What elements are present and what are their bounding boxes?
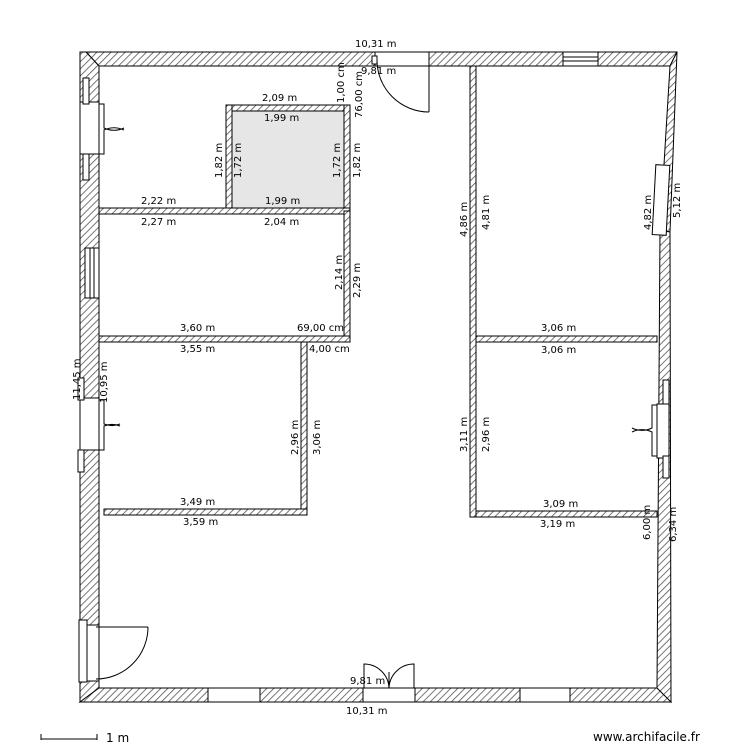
windows <box>79 51 671 703</box>
dim-lower-left-outer: 3,06 m <box>312 420 323 455</box>
window-bottom-2 <box>519 687 571 703</box>
dim-outer-top: 10,31 m <box>355 39 397 50</box>
outer-walls <box>78 51 678 704</box>
door-gap-bottom <box>362 687 416 703</box>
dim-inner-top: 9,81 m <box>361 66 396 77</box>
dim-right-col-inner: 4,81 m <box>481 195 492 230</box>
door-gap-right <box>656 403 670 459</box>
dim-left-outer: 11,45 m <box>72 358 83 400</box>
window-left <box>84 247 100 299</box>
dim-bottom-inner: 9,81 m <box>350 676 385 687</box>
dim-right-mid-top: 3,06 m <box>541 323 576 334</box>
interior-walls <box>98 65 658 518</box>
watermark: www.archifacile.fr <box>593 730 700 744</box>
wall-room-left <box>225 104 233 210</box>
dim-right-lower-outer: 3,11 m <box>459 417 470 452</box>
dim-right-stub: 6,00 m <box>642 505 653 540</box>
door-gap-left-1 <box>79 101 100 155</box>
wall-right-bottom <box>475 510 658 518</box>
wall-upper-left-horizontal <box>98 335 351 343</box>
dim-mid-wall-top: 2,22 m <box>141 196 176 207</box>
wall-mid-horizontal <box>98 207 351 215</box>
dim-right-bot-bot: 3,19 m <box>540 519 575 530</box>
window-top-right <box>562 51 599 67</box>
dim-room-right-outer: 1,82 m <box>352 143 363 178</box>
door-gap-left-2 <box>79 397 100 451</box>
door-right <box>631 379 670 479</box>
dim-room-bottom-inner: 1,99 m <box>265 196 300 207</box>
door-top <box>371 55 430 113</box>
dim-lower-left-inner: 2,96 m <box>290 420 301 455</box>
scale-label: 1 m <box>106 731 129 745</box>
door-gap-top <box>374 51 430 67</box>
dim-room-right-inner: 1,72 m <box>332 143 343 178</box>
dim-room-left-outer: 1,82 m <box>214 143 225 178</box>
wall-room-right <box>343 104 351 212</box>
dim-right-lower-inner: 2,96 m <box>481 417 492 452</box>
wall-left-room-right <box>300 341 308 515</box>
window-bottom-1 <box>207 687 261 703</box>
dim-room-top-outer: 2,09 m <box>262 93 297 104</box>
dim-left-inner: 10,95 m <box>99 361 110 403</box>
door-bottom <box>363 663 415 689</box>
wall-room-top <box>225 104 351 112</box>
dim-room-left-inner: 1,72 m <box>233 143 244 178</box>
window-right <box>651 164 671 236</box>
dim-lower-left-bot-top: 3,49 m <box>180 497 215 508</box>
dim-left-room-under: 3,55 m <box>180 344 215 355</box>
dim-right-bot-top: 3,09 m <box>543 499 578 510</box>
dim-top-1: 1,00 cm <box>336 62 347 103</box>
dim-left-room-gap: 69,00 cm <box>297 323 344 334</box>
wall-right-column <box>469 65 477 518</box>
dim-room-top-inner: 1,99 m <box>264 113 299 124</box>
small-room-fill <box>231 111 344 208</box>
dim-mid-wall-bot-left: 2,27 m <box>141 217 176 228</box>
door-left-middle <box>77 377 121 473</box>
dimension-labels: 10,31 m 9,81 m 1,00 cm 76,00 cm 2,09 m 1… <box>72 39 683 717</box>
door-left-lower <box>78 619 149 683</box>
dim-right-wall-inner: 4,82 m <box>643 195 654 230</box>
wall-right-mid <box>475 335 658 343</box>
dim-right-col-outer: 4,86 m <box>459 202 470 237</box>
dim-corridor-outer: 2,29 m <box>352 263 363 298</box>
dim-left-room-gap2: 4,00 cm <box>309 344 350 355</box>
dim-lower-left-bot-bot: 3,59 m <box>183 517 218 528</box>
dim-right-mid-bot: 3,06 m <box>541 345 576 356</box>
dim-right-wall-outer: 5,12 m <box>672 183 683 218</box>
dim-corridor-inner: 2,14 m <box>334 255 345 290</box>
dim-bottom-outer: 10,31 m <box>346 706 388 717</box>
dim-left-room-top: 3,60 m <box>180 323 215 334</box>
scale-bar <box>40 734 98 740</box>
dim-top-2: 76,00 cm <box>354 71 365 118</box>
wall-left-room-bottom <box>103 508 308 516</box>
doors <box>77 55 670 689</box>
dim-right-lower-wall: 6,34 m <box>668 507 679 542</box>
door-left-upper <box>82 77 125 181</box>
dim-mid-wall-bot-right: 2,04 m <box>264 217 299 228</box>
